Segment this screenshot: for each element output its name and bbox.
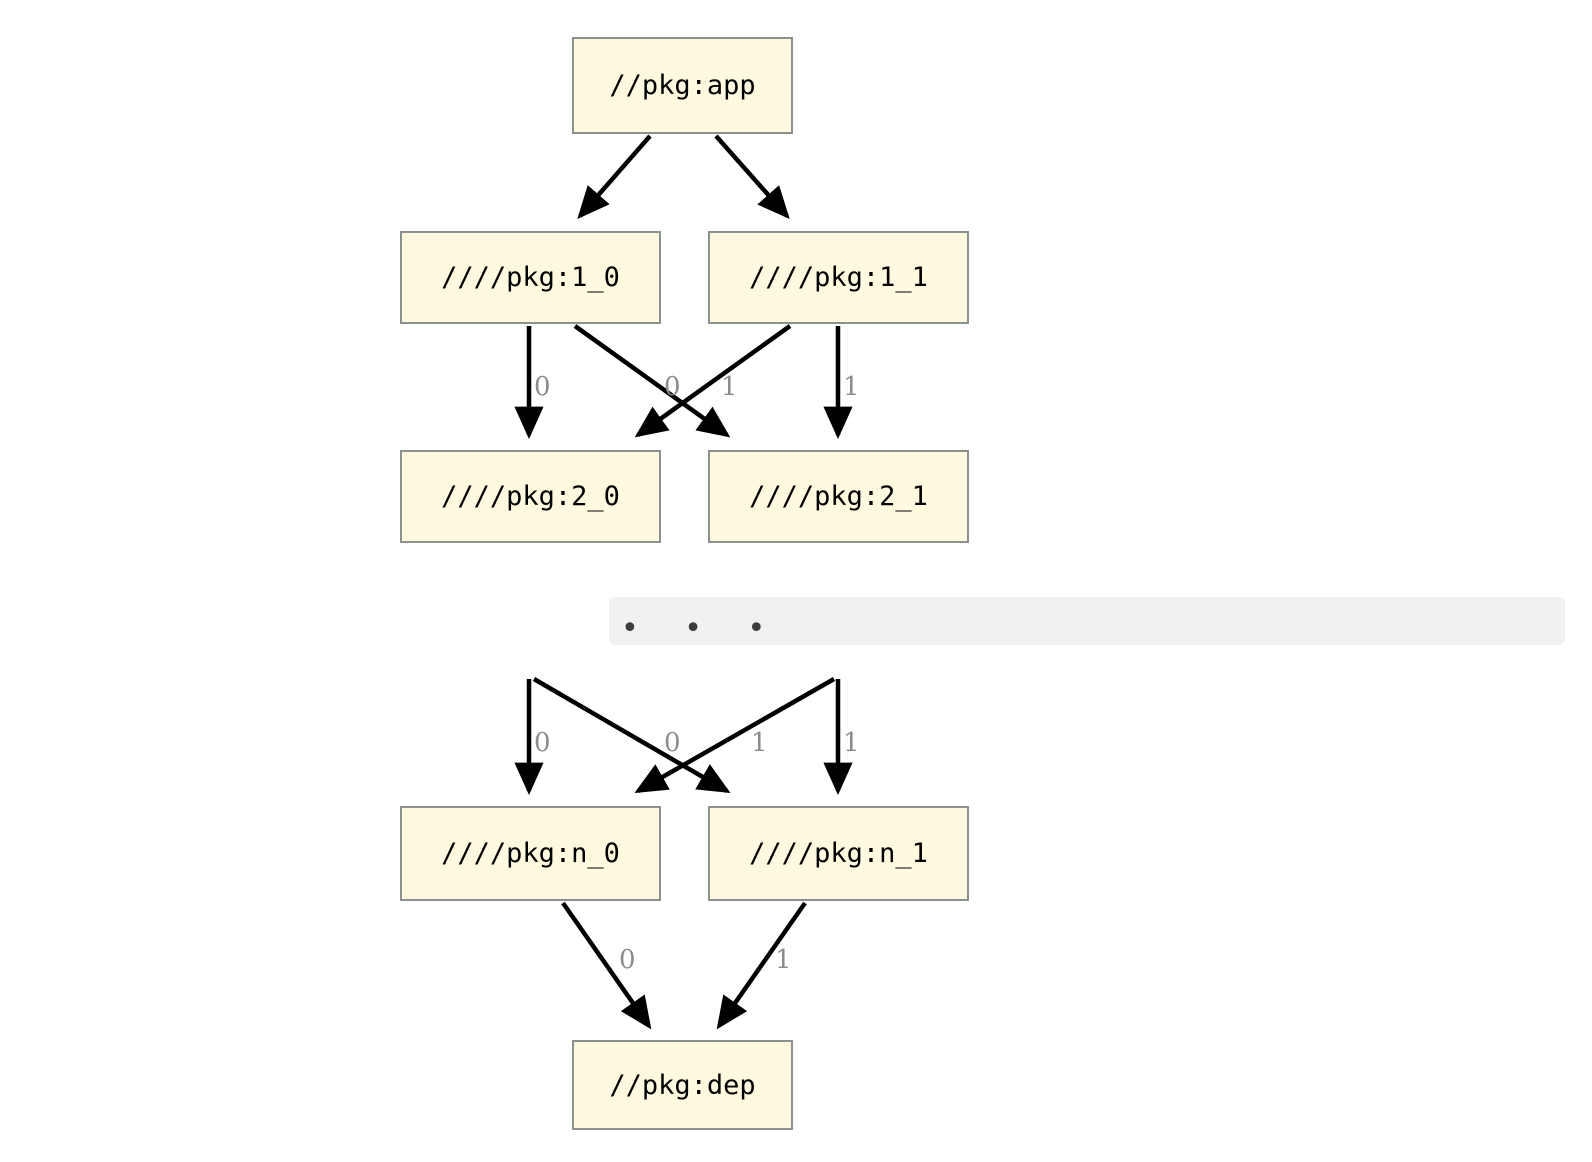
node-app-label: //pkg:app	[609, 70, 756, 101]
node-dep-label: //pkg:dep	[609, 1069, 756, 1101]
edge-1_1-to-2_0	[634, 324, 792, 438]
edge-label-lower-right-straight: 1	[843, 728, 860, 758]
node-app[interactable]: //pkg:app	[572, 37, 793, 134]
edge-label-upper-cross-left: 0	[664, 372, 681, 402]
node-pkg-n_1[interactable]: ////pkg:n_1	[708, 806, 969, 901]
truncation-ellipsis-band: • • •	[609, 597, 1565, 645]
ellipsis-dots: • • •	[621, 611, 784, 646]
edge-label-upper-right-straight: 1	[843, 372, 860, 402]
edge-above-to-n_0-cross	[634, 677, 836, 794]
edge-n_0-to-dep	[561, 901, 652, 1030]
node-pkg-n_0-label: ////pkg:n_0	[441, 838, 620, 869]
node-pkg-2_1[interactable]: ////pkg:2_1	[708, 450, 969, 543]
edge-label-lower-cross-right: 1	[751, 728, 768, 758]
edge-1_0-to-2_1	[573, 324, 731, 438]
node-pkg-1_1[interactable]: ////pkg:1_1	[708, 231, 969, 324]
edge-label-lower-cross-left: 0	[664, 728, 681, 758]
node-pkg-1_0-label: ////pkg:1_0	[441, 262, 620, 293]
edge-label-dep-left: 0	[619, 945, 636, 975]
edge-app-to-1_0	[577, 134, 652, 220]
node-pkg-2_0-label: ////pkg:2_0	[441, 481, 620, 512]
edge-label-upper-cross-right: 1	[721, 372, 738, 402]
node-pkg-2_0[interactable]: ////pkg:2_0	[400, 450, 661, 543]
node-pkg-1_1-label: ////pkg:1_1	[749, 262, 928, 293]
node-pkg-n_0[interactable]: ////pkg:n_0	[400, 806, 661, 901]
edge-label-lower-left-straight: 0	[534, 728, 551, 758]
edge-above-to-n_1-cross	[532, 677, 731, 794]
node-dep[interactable]: //pkg:dep	[572, 1040, 793, 1130]
edge-n_1-to-dep	[716, 901, 807, 1030]
edge-label-dep-right: 1	[775, 945, 792, 975]
node-pkg-2_1-label: ////pkg:2_1	[749, 481, 928, 512]
edge-label-upper-left-straight: 0	[534, 372, 551, 402]
edge-app-to-1_1	[714, 134, 790, 220]
node-pkg-n_1-label: ////pkg:n_1	[749, 838, 928, 869]
node-pkg-1_0[interactable]: ////pkg:1_0	[400, 231, 661, 324]
